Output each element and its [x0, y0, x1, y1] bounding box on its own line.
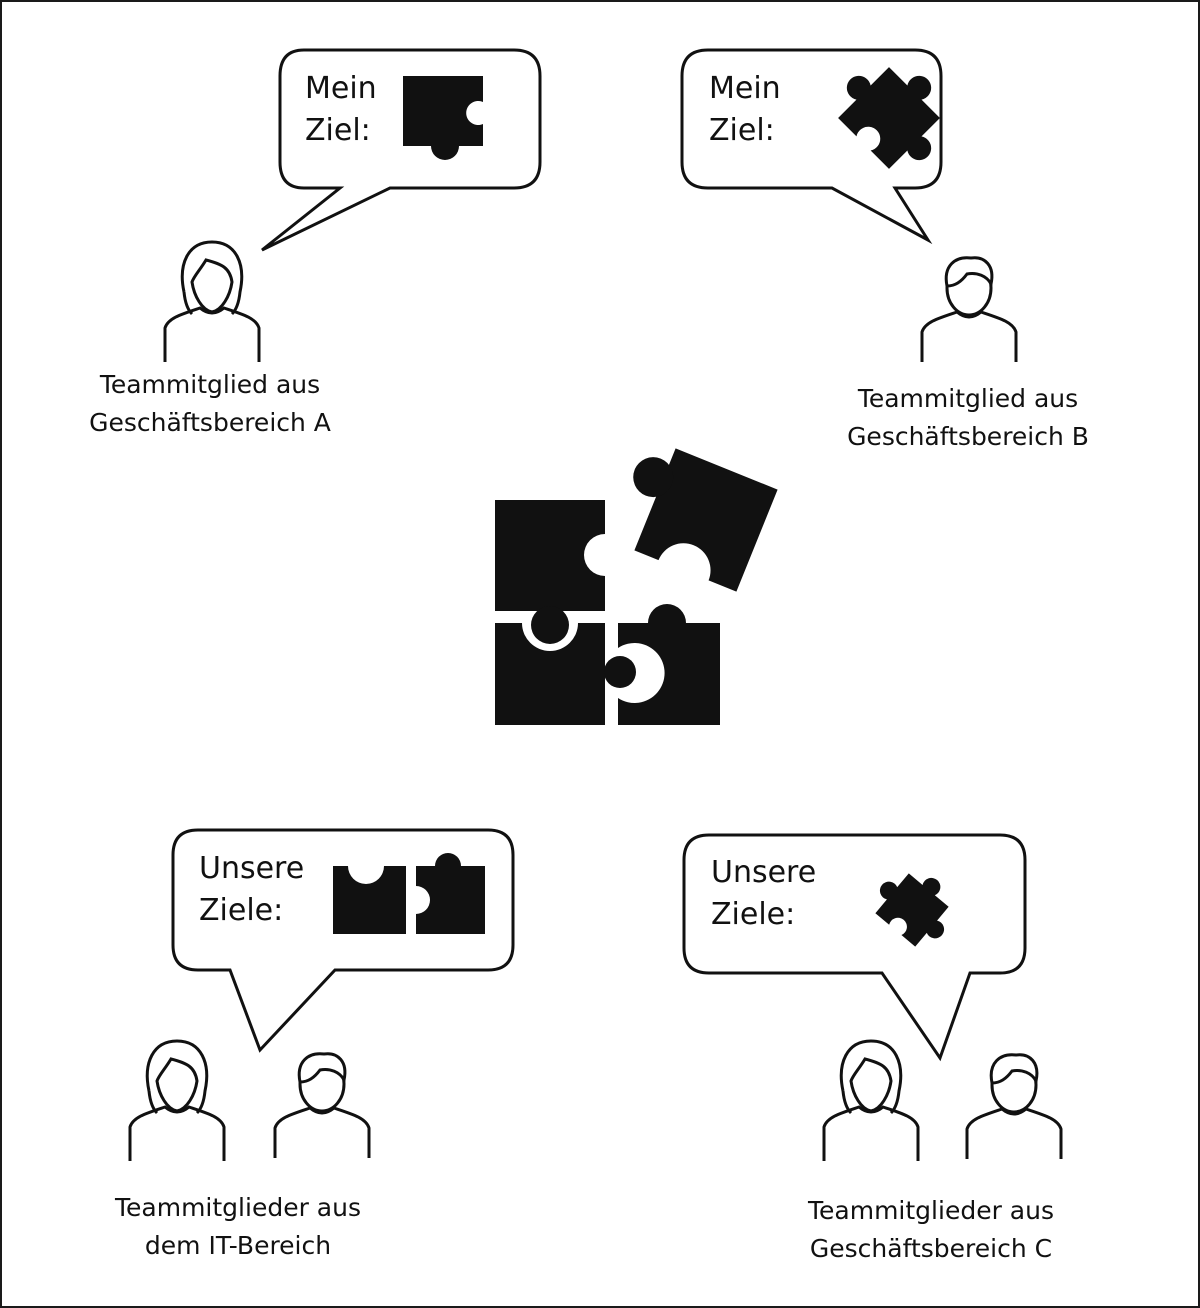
- bubble-text-c: Unsere Ziele:: [711, 855, 817, 932]
- female-person-icon: [822, 1039, 920, 1163]
- male-person-icon: [965, 1053, 1063, 1161]
- label-team-member-b: Teammitglied aus Geschäftsbereich B: [847, 384, 1089, 451]
- bubble-text-b: Mein Ziel:: [709, 71, 781, 148]
- puzzle-piece-rotated-icon: [838, 67, 940, 169]
- bubble-text-a: Mein Ziel:: [305, 71, 377, 148]
- assembled-puzzle-icon: [495, 448, 778, 725]
- puzzle-pieces-pair-icon: [333, 853, 485, 934]
- speech-bubble-c: [682, 833, 1027, 1062]
- male-person-icon: [273, 1052, 371, 1160]
- puzzle-piece-small-rotated-icon: [875, 873, 949, 947]
- female-person-icon: [163, 240, 261, 364]
- bubble-text-it: Unsere Ziele:: [199, 851, 305, 928]
- label-team-members-c: Teammitglieder aus Geschäftsbereich C: [808, 1196, 1054, 1263]
- female-person-icon: [128, 1039, 226, 1163]
- label-team-member-a: Teammitglied aus Geschäftsbereich A: [89, 370, 331, 437]
- male-person-icon: [920, 256, 1018, 364]
- label-team-members-it: Teammitglieder aus dem IT-Bereich: [115, 1193, 361, 1260]
- puzzle-piece-square-icon: [403, 76, 483, 160]
- speech-bubble-a: [261, 48, 542, 252]
